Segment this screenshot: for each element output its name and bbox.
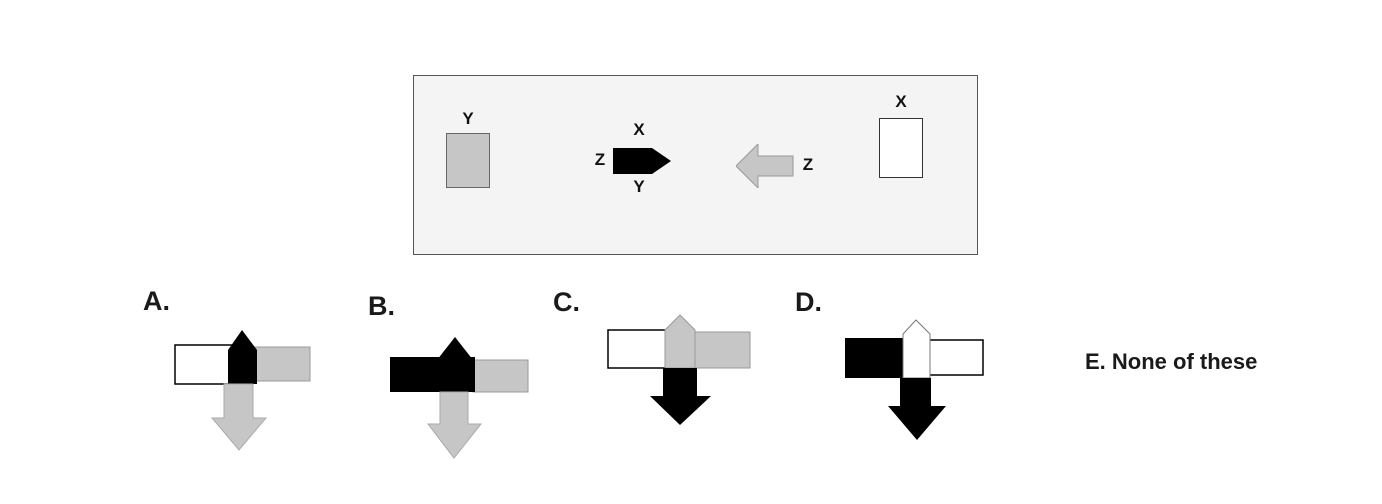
black-arrow-label-bottom: Y	[633, 177, 645, 196]
option-a-label[interactable]: A.	[143, 286, 170, 316]
option-c-black-down-arrow	[650, 368, 711, 425]
option-e-label[interactable]: E. None of these	[1085, 349, 1258, 374]
gray-arrow-label-right: Z	[802, 155, 814, 174]
option-b-black-pentagon	[437, 337, 473, 378]
option-c-white-rect	[607, 329, 673, 369]
piece-y-label: Y	[462, 109, 474, 128]
piece-y-rect	[446, 133, 490, 188]
option-a-gray-rect	[252, 346, 311, 382]
option-b-gray-down-arrow	[426, 391, 483, 459]
option-a-figure[interactable]	[172, 328, 312, 454]
piece-x-label: X	[895, 92, 907, 111]
option-d-figure[interactable]	[843, 316, 988, 444]
option-d-white-pentagon	[902, 319, 931, 379]
option-b-gray-rect	[472, 359, 529, 393]
stimulus-panel: Y X Z Y Z X	[413, 75, 978, 255]
gray-left-arrow-shape	[736, 144, 794, 188]
option-d-black-down-arrow	[888, 378, 946, 440]
option-d-black-rect	[845, 338, 910, 378]
option-c-figure[interactable]	[605, 312, 753, 428]
option-b-label[interactable]: B.	[368, 291, 395, 321]
piece-x-rect	[879, 118, 923, 178]
option-d-label[interactable]: D.	[795, 287, 822, 317]
black-right-arrow-shape	[613, 148, 671, 174]
black-arrow-label-left: Z	[594, 150, 606, 169]
option-a-white-rect	[174, 344, 238, 385]
option-c-gray-pentagon	[664, 314, 696, 369]
option-b-figure[interactable]	[388, 333, 533, 461]
option-a-gray-down-arrow	[210, 383, 268, 451]
option-c-gray-rect	[691, 331, 751, 369]
option-d-white-rect	[924, 339, 984, 376]
option-c-label[interactable]: C.	[553, 287, 580, 317]
gray-left-arrow-icon	[736, 144, 794, 188]
option-a-black-pentagon	[228, 330, 257, 384]
black-arrow-label-top: X	[633, 120, 645, 139]
black-right-arrow-icon	[613, 148, 671, 174]
